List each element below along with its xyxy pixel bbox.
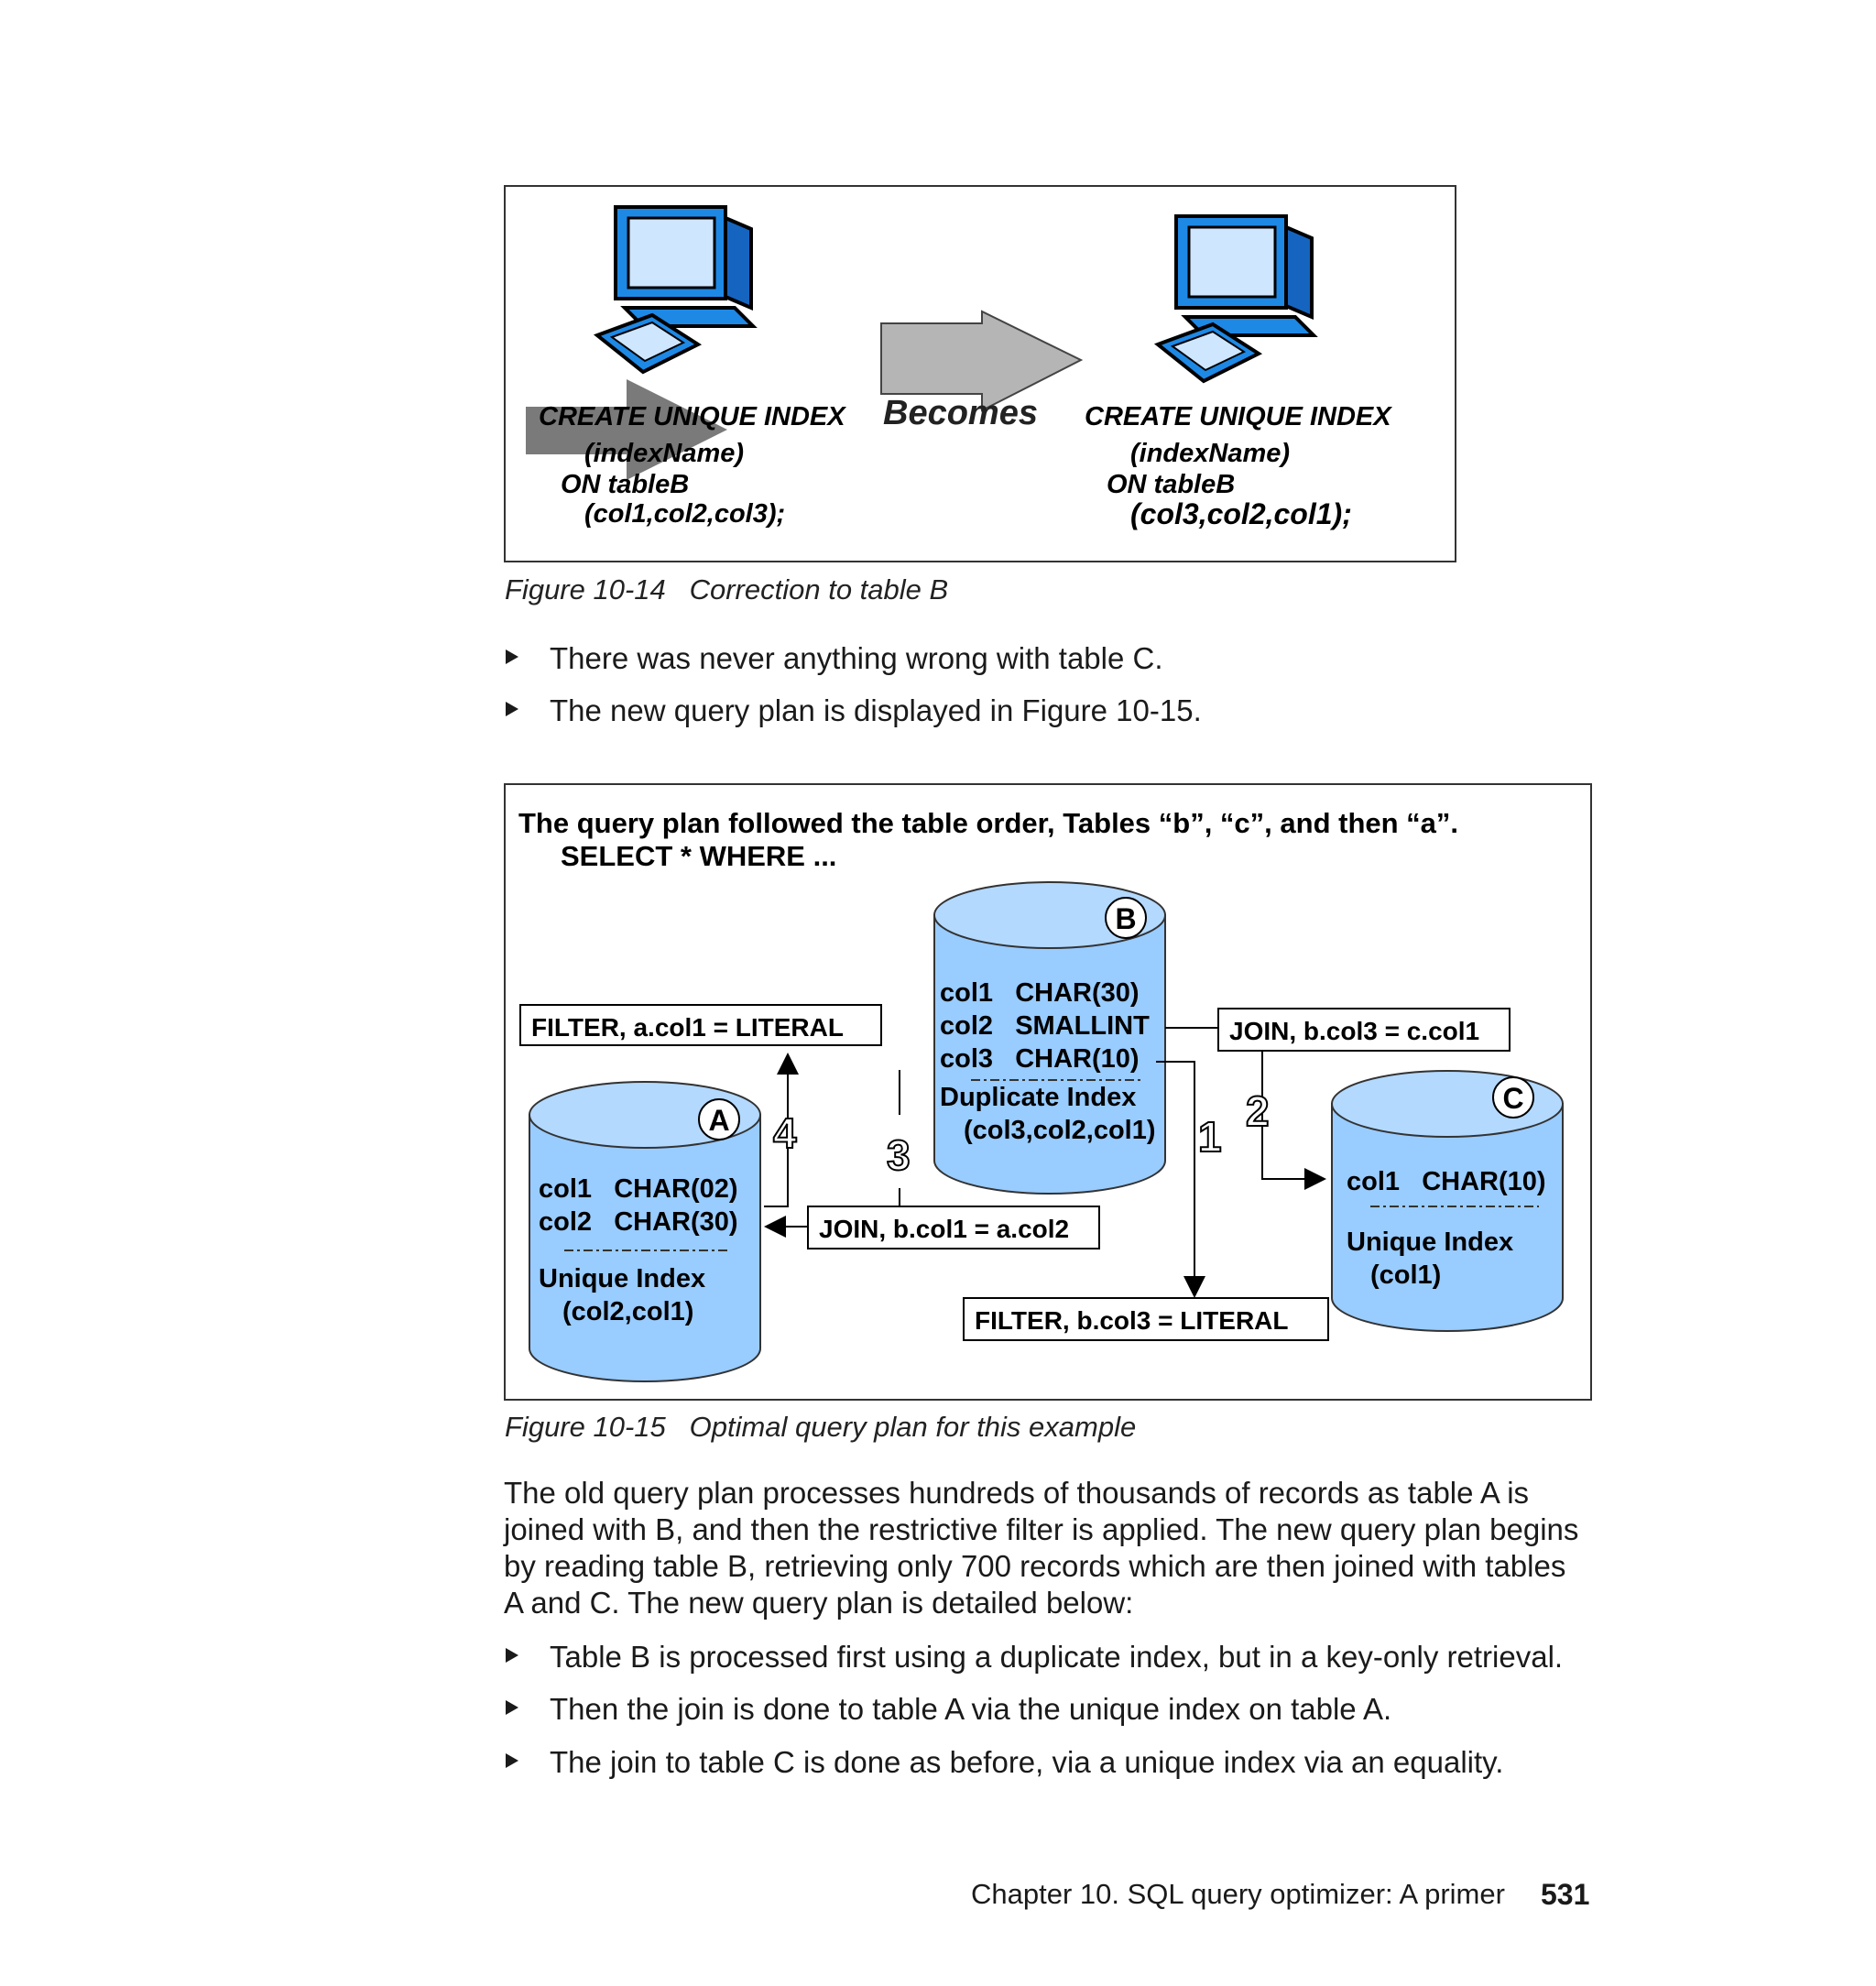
table-c-cylinder: C col1 CHAR(10) Unique Index (col1) (1331, 1070, 1564, 1332)
bullet-triangle-icon (506, 1753, 518, 1768)
list-item: There was never anything wrong with tabl… (506, 641, 1513, 678)
table-b-row-2: col2 SMALLINT (940, 1011, 1150, 1041)
step-3-label: 3 (887, 1131, 911, 1179)
step-4-label: 4 (773, 1109, 797, 1157)
plan-connectors (764, 1027, 1326, 1298)
right-sql-line-3: ON tableB (1107, 470, 1235, 499)
bullet-triangle-icon (506, 702, 518, 716)
table-b-letter: B (1115, 902, 1136, 935)
table-a-index-cols: (col2,col1) (562, 1297, 693, 1326)
table-c-index-cols: (col1) (1370, 1260, 1441, 1290)
left-sql-line-1: CREATE UNIQUE INDEX (539, 402, 846, 431)
join-bc-box: JOIN, b.col3 = c.col1 (1217, 1008, 1511, 1052)
footer-page-number: 531 (1541, 1878, 1590, 1911)
svg-text:JOIN, b.col1 = a.col2: JOIN, b.col1 = a.col2 (819, 1215, 1069, 1243)
table-a-index-type: Unique Index (539, 1264, 705, 1293)
table-c-index-type: Unique Index (1347, 1228, 1513, 1257)
left-sql-line-2: (indexName) (584, 439, 744, 468)
right-sql-line-2: (indexName) (1130, 439, 1290, 468)
paragraph-line: by reading table B, retrieving only 700 … (504, 1549, 1566, 1583)
figure-10-15: The query plan followed the table order,… (504, 783, 1592, 1401)
figure-10-14-caption: Figure 10-14 Correction to table B (505, 573, 949, 606)
join-ba-box: JOIN, b.col1 = a.col2 (807, 1206, 1100, 1249)
figure-10-15-caption: Figure 10-15 Optimal query plan for this… (505, 1411, 1137, 1443)
table-b-row-1: col1 CHAR(30) (940, 978, 1140, 1008)
table-b-index-type: Duplicate Index (940, 1083, 1136, 1112)
becomes-arrow: Becomes (526, 310, 1084, 480)
svg-text:JOIN, b.col3 = c.col1: JOIN, b.col3 = c.col1 (1229, 1017, 1479, 1045)
table-c-letter: C (1502, 1082, 1523, 1115)
table-a-row-2: col2 CHAR(30) (539, 1207, 738, 1237)
left-sql-line-4: (col1,col2,col3); (584, 499, 785, 529)
table-b-index-cols: (col3,col2,col1) (964, 1116, 1156, 1145)
table-b-row-3: col3 CHAR(10) (940, 1044, 1140, 1074)
plan-title: The query plan followed the table order,… (518, 807, 1458, 839)
right-sql-line-4: (col3,col2,col1); (1130, 497, 1352, 530)
right-sql-line-1: CREATE UNIQUE INDEX (1085, 402, 1392, 431)
filter-b-box: FILTER, b.col3 = LITERAL (963, 1297, 1329, 1341)
computer-icon-left (595, 205, 755, 374)
bullet-triangle-icon (506, 649, 518, 664)
table-a-letter: A (708, 1104, 729, 1137)
table-c-row-1: col1 CHAR(10) (1347, 1167, 1546, 1196)
bullet-triangle-icon (506, 1648, 518, 1663)
list-item: Then the join is done to table A via the… (506, 1692, 1605, 1729)
body-paragraph: The old query plan processes hundreds of… (504, 1475, 1603, 1621)
svg-text:FILTER, b.col3 = LITERAL: FILTER, b.col3 = LITERAL (975, 1306, 1289, 1335)
bullet-triangle-icon (506, 1700, 518, 1715)
table-b-cylinder: B col1 CHAR(30) col2 SMALLINT col3 CHAR(… (933, 881, 1166, 1195)
paragraph-line: A and C. The new query plan is detailed … (504, 1586, 1134, 1620)
list-item: The join to table C is done as before, v… (506, 1745, 1605, 1782)
left-sql-line-3: ON tableB (561, 470, 689, 499)
becomes-label: Becomes (883, 394, 1038, 432)
list-item: Table B is processed first using a dupli… (506, 1640, 1605, 1676)
plan-subtitle: SELECT * WHERE ... (561, 840, 836, 872)
svg-text:FILTER, a.col1 = LITERAL: FILTER, a.col1 = LITERAL (531, 1013, 844, 1042)
table-a-row-1: col1 CHAR(02) (539, 1174, 738, 1204)
table-a-cylinder: A col1 CHAR(02) col2 CHAR(30) Unique Ind… (529, 1081, 761, 1382)
figure-10-14-drawing: Becomes CREATE UNIQUE INDEX (indexName) … (526, 205, 1392, 530)
computer-icon-right (1156, 214, 1315, 383)
paragraph-line: joined with B, and then the restrictive … (504, 1512, 1579, 1546)
figure-10-14: Becomes CREATE UNIQUE INDEX (indexName) … (504, 185, 1456, 562)
figure-10-15-drawing: The query plan followed the table order,… (518, 807, 1564, 1382)
step-1-label: 1 (1198, 1113, 1222, 1161)
list-item: The new query plan is displayed in Figur… (506, 693, 1513, 730)
paragraph-line: The old query plan processes hundreds of… (504, 1476, 1530, 1510)
step-2-label: 2 (1246, 1087, 1270, 1135)
footer-chapter-title: Chapter 10. SQL query optimizer: A prime… (971, 1878, 1505, 1910)
filter-a-box: FILTER, a.col1 = LITERAL (519, 1004, 882, 1046)
